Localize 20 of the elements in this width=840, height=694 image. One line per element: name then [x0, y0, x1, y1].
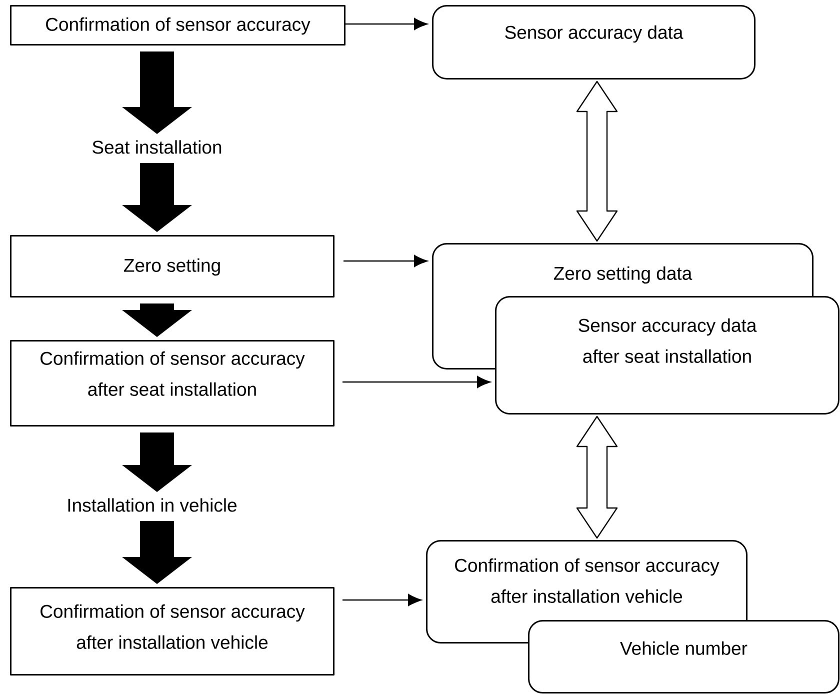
block-arrow: [122, 432, 192, 492]
process-box: Confirmation of sensor accuracy after installation vehicle: [10, 587, 334, 676]
data-box: Sensor accuracy data: [432, 5, 756, 80]
data-box: Sensor accuracy data after seat installation: [495, 296, 840, 414]
data-box: Vehicle number: [528, 620, 840, 694]
block-arrow: [122, 52, 192, 134]
double-arrow: [576, 416, 618, 539]
block-arrow: [122, 521, 192, 584]
step-label: Installation in vehicle: [68, 498, 236, 512]
process-box: Confirmation of sensor accuracy: [10, 5, 346, 46]
block-arrow: [122, 304, 192, 337]
arrow: [342, 594, 422, 606]
step-label: Seat installation: [92, 140, 222, 154]
block-arrow: [122, 163, 192, 232]
process-box: Zero setting: [10, 235, 334, 298]
double-arrow: [576, 80, 618, 242]
process-box: Confirmation of sensor accuracy after seat installation: [10, 340, 334, 426]
arrow: [342, 376, 490, 388]
arrow: [344, 255, 428, 267]
arrow: [346, 18, 428, 30]
